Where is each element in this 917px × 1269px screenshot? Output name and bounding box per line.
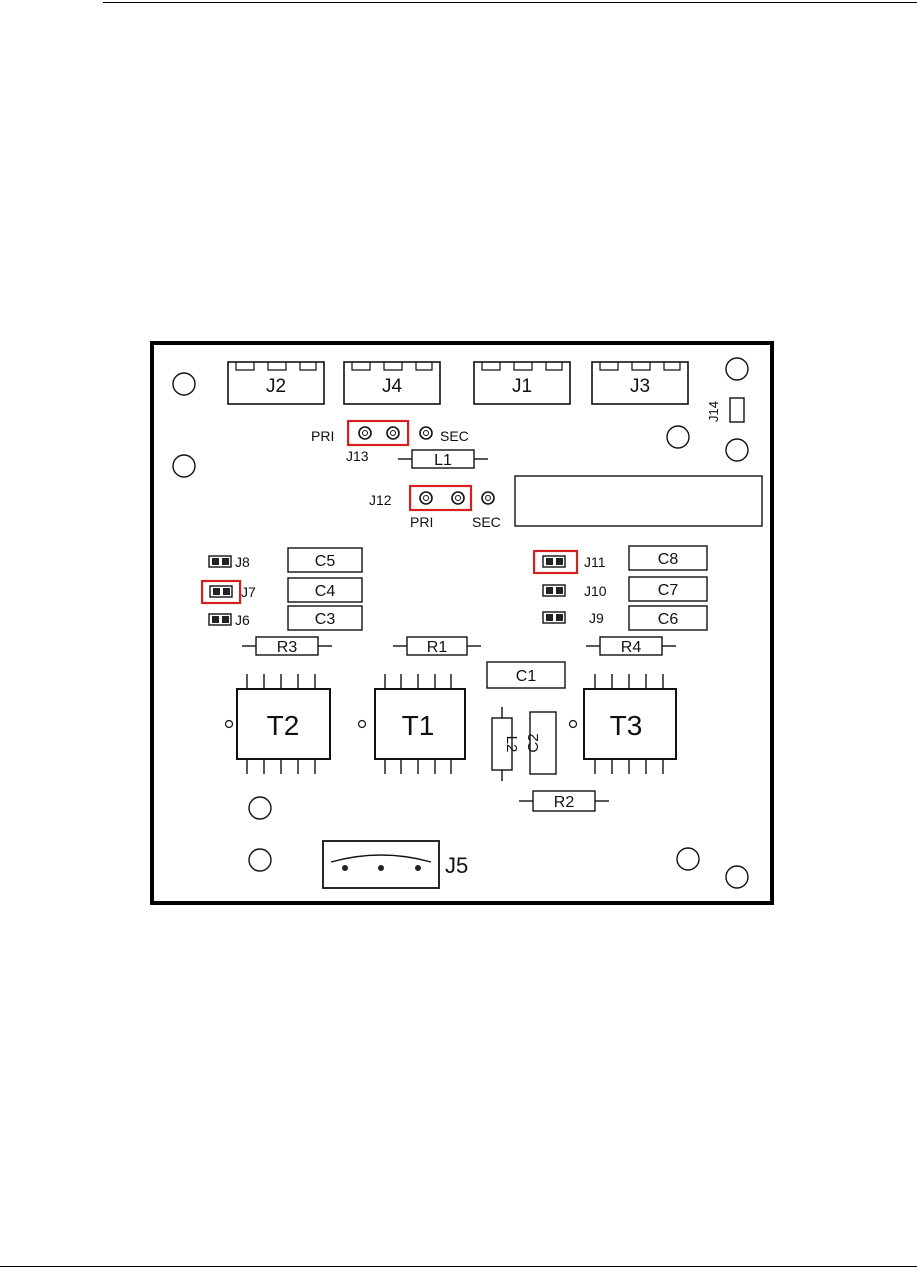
jumper-j9: J9 [543,610,604,626]
connector-label: J1 [512,376,532,397]
mounting-hole [173,455,195,477]
mounting-hole [173,373,195,395]
inductor-l1: L1 [398,450,488,469]
resistor-label: R4 [621,639,642,656]
j14-label: J14 [706,401,721,422]
jumper-j6: J6 [209,612,250,628]
j12-label: J12 [369,492,392,508]
connector-j1: J1 [474,362,570,404]
connector-j5: J5 [323,841,468,888]
resistor-r2: R2 [519,791,609,811]
transformer-label: T1 [402,710,435,741]
highlight-box [410,486,471,510]
jumper-j8: J8 [209,554,250,570]
transformer-t3: T3 [570,674,677,774]
mounting-hole [726,439,748,461]
connector-j4: J4 [344,362,440,404]
resistor-r1: R1 [393,637,481,656]
capacitor-label: C3 [315,611,336,628]
jumper-j14: J14 [706,398,744,422]
highlight-box [534,551,577,573]
jumper-label: J11 [584,554,606,570]
capacitor-c7: C7 [629,577,707,601]
capacitor-label: C8 [658,551,679,568]
j13-sec-label: SEC [440,428,469,444]
mounting-hole [726,358,748,380]
mounting-hole [677,848,699,870]
transformer-t2: T2 [226,674,331,774]
transformer-t1: T1 [359,674,466,774]
transformer-label: T3 [610,710,643,741]
capacitor-label: C1 [516,668,537,685]
jumper-j12: J12 PRI SEC [369,486,501,530]
capacitor-c6: C6 [629,606,707,630]
mounting-hole [249,849,271,871]
resistor-r4: R4 [586,637,676,656]
module-outline [515,476,762,526]
mounting-hole [667,426,689,448]
connector-j3: J3 [592,362,688,404]
jumper-j10: J10 [543,583,607,599]
capacitor-label: C6 [658,611,679,628]
resistor-label: R3 [277,639,298,656]
jumper-label: J7 [241,584,256,600]
jumper-label: J6 [235,612,250,628]
jumper-label: J9 [589,610,604,626]
capacitor-c2: C2 [525,712,556,774]
connector-label: J5 [445,853,468,878]
resistor-r3: R3 [242,637,332,656]
connector-label: J3 [630,376,650,397]
capacitor-c4: C4 [288,578,362,602]
mounting-hole [726,866,748,888]
capacitor-c3: C3 [288,606,362,630]
capacitor-c1: C1 [487,662,565,688]
connector-j2: J2 [228,362,324,404]
l1-label: L1 [434,452,452,469]
highlight-box [202,581,240,603]
j12-sec-label: SEC [472,514,501,530]
jumper-label: J10 [584,583,607,599]
jumper-j7: J7 [202,581,256,603]
capacitor-label: C4 [315,583,336,600]
capacitor-label: C2 [525,733,542,752]
mounting-hole [249,797,271,819]
j12-pri-label: PRI [410,514,433,530]
capacitor-c8: C8 [629,546,707,570]
bottom-rule [0,1266,917,1267]
resistor-label: R2 [554,794,575,811]
jumper-label: J8 [235,554,250,570]
connector-label: J2 [266,376,286,397]
jumper-j11: J11 [534,551,606,573]
capacitor-label: C5 [315,553,336,570]
capacitor-label: C7 [658,582,679,599]
capacitor-c5: C5 [288,548,362,572]
l2-label: L2 [503,736,520,753]
transformer-label: T2 [267,710,300,741]
connector-label: J4 [382,376,403,397]
j13-label: J13 [346,448,369,464]
j13-pri-label: PRI [311,428,334,444]
inductor-l2: L2 [492,707,520,781]
resistor-label: R1 [427,639,448,656]
